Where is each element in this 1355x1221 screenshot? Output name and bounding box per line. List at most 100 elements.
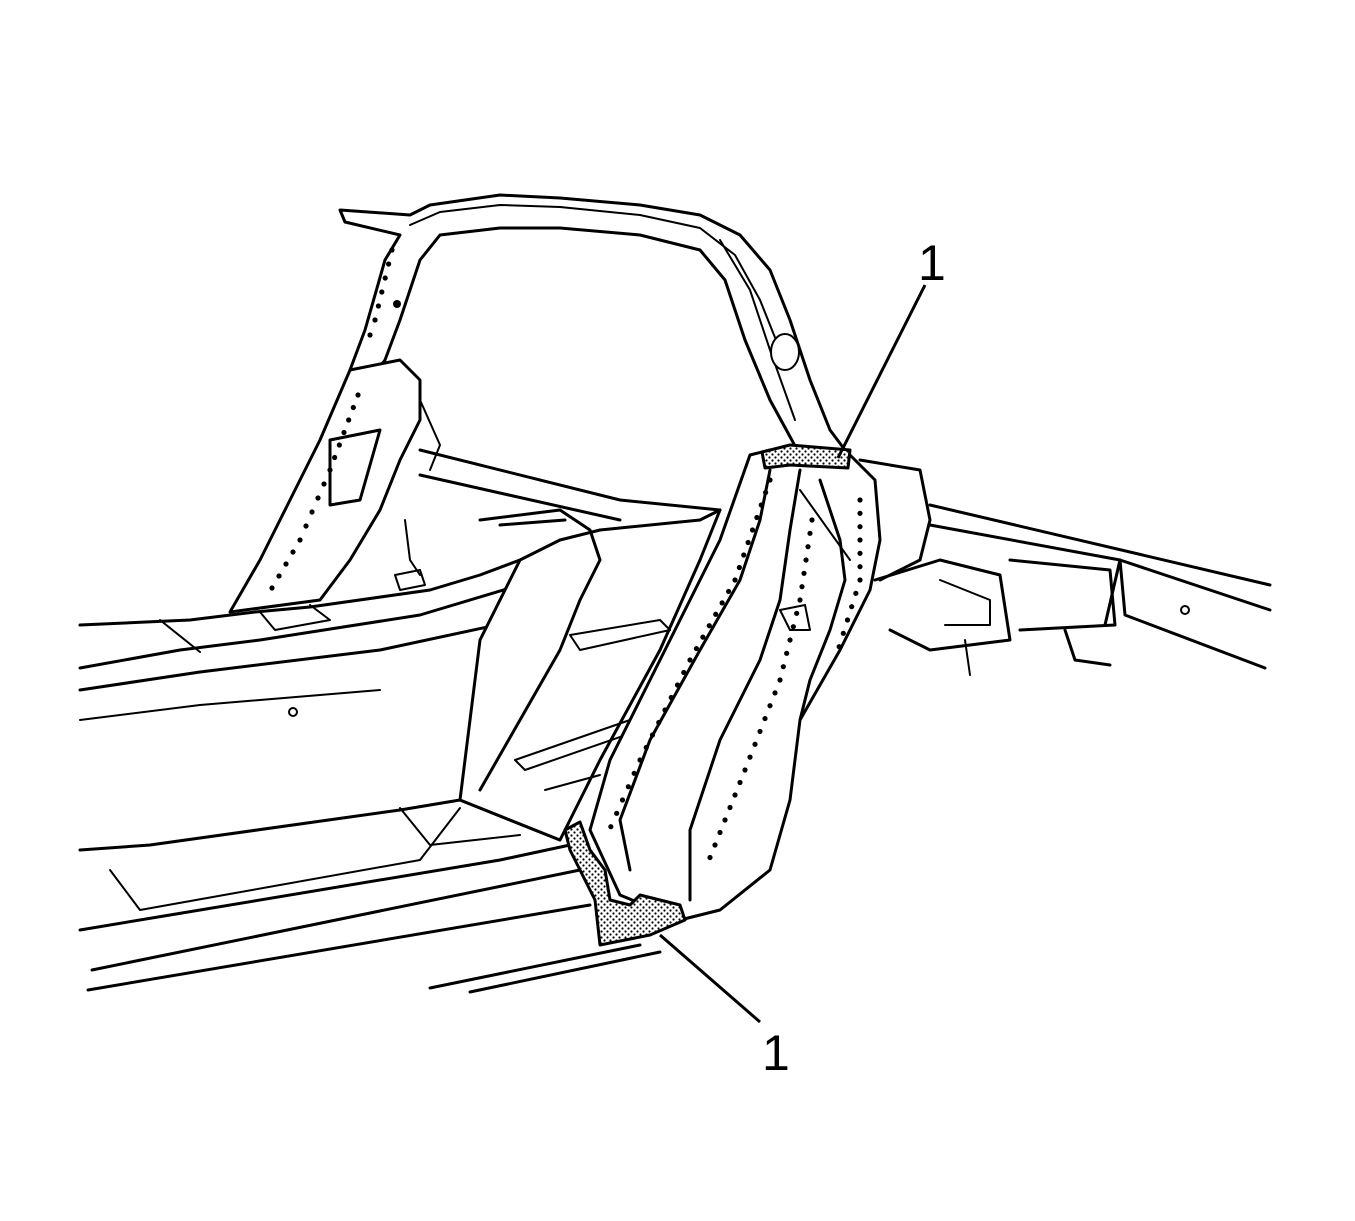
spot-weld	[662, 707, 668, 713]
spot-weld	[853, 590, 859, 596]
spot-weld	[857, 537, 863, 543]
spot-weld	[836, 644, 842, 650]
spot-weld	[752, 741, 758, 747]
callout-label-upper: 1	[918, 235, 946, 291]
spot-weld	[372, 317, 378, 323]
spot-weld	[732, 577, 738, 583]
spot-weld	[269, 585, 275, 591]
spot-weld	[303, 523, 309, 529]
spot-weld	[631, 770, 637, 776]
spot-weld	[290, 549, 296, 555]
spot-weld	[801, 570, 807, 576]
spot-weld	[707, 854, 713, 861]
spot-weld	[309, 509, 315, 515]
spot-weld	[747, 754, 753, 760]
spot-weld	[283, 561, 289, 567]
spot-weld	[737, 779, 743, 786]
spot-weld	[799, 584, 805, 590]
spot-weld	[757, 728, 763, 735]
spot-weld	[754, 514, 760, 521]
spot-weld	[332, 454, 338, 461]
spot-weld	[717, 829, 723, 836]
spot-weld	[379, 289, 385, 295]
spot-weld	[807, 530, 813, 536]
spot-weld	[382, 275, 388, 281]
spot-weld	[732, 792, 738, 798]
spot-weld	[346, 417, 352, 423]
spot-weld	[805, 544, 811, 550]
spot-weld	[649, 732, 656, 738]
spot-weld	[727, 804, 733, 811]
spot-weld	[722, 817, 728, 823]
spot-weld	[637, 757, 643, 763]
spot-weld	[355, 392, 361, 398]
spot-weld	[857, 577, 863, 583]
spot-weld	[619, 797, 626, 803]
spot-weld	[809, 517, 815, 523]
spot-weld	[321, 481, 327, 487]
spot-weld	[315, 495, 321, 501]
spot-weld	[336, 442, 342, 448]
spot-weld	[389, 247, 395, 253]
spot-weld	[625, 784, 631, 790]
spot-weld	[857, 524, 863, 530]
sealer-lower	[563, 820, 687, 947]
spot-weld	[794, 610, 800, 616]
spot-weld	[350, 404, 356, 411]
spot-weld	[643, 744, 649, 751]
spot-weld	[687, 657, 693, 663]
spot-weld	[784, 650, 790, 656]
spot-weld	[297, 537, 303, 543]
spot-weld	[327, 467, 333, 473]
spot-weld	[762, 715, 768, 722]
spot-weld	[608, 824, 614, 830]
spot-weld	[797, 597, 803, 603]
spot-weld	[742, 767, 748, 773]
spot-weld	[276, 573, 282, 579]
spot-weld	[341, 429, 347, 436]
spot-weld	[725, 588, 732, 595]
spot-weld	[375, 303, 381, 309]
spot-weld	[857, 564, 863, 570]
spot-weld	[719, 600, 725, 606]
spot-weld	[790, 624, 796, 630]
spot-welds	[269, 247, 863, 861]
seat-panel	[288, 508, 722, 842]
spot-weld	[767, 477, 773, 483]
spot-weld	[386, 261, 392, 267]
right-pillar	[588, 448, 1012, 922]
spot-weld	[713, 611, 719, 617]
spot-weld	[787, 637, 793, 643]
spot-weld	[668, 694, 674, 701]
spot-weld	[741, 552, 747, 558]
spot-weld	[700, 634, 706, 640]
spot-weld	[614, 810, 620, 816]
spot-weld	[674, 682, 681, 688]
spot-weld	[840, 630, 846, 636]
spot-weld	[777, 677, 783, 683]
callout-label-lower: 1	[762, 1025, 790, 1081]
spot-weld	[857, 550, 863, 556]
spot-weld	[758, 502, 764, 508]
spot-weld	[367, 332, 373, 338]
spot-weld	[780, 664, 786, 670]
spot-weld	[803, 557, 809, 563]
floor-rails	[78, 528, 662, 994]
spot-weld	[749, 527, 756, 533]
spot-weld	[681, 669, 687, 676]
spot-weld	[857, 510, 863, 516]
spot-weld	[693, 645, 700, 652]
spot-weld	[745, 539, 751, 546]
sealer-upper	[760, 443, 852, 470]
spot-weld	[857, 497, 863, 503]
spot-weld	[767, 703, 773, 709]
rear-rail	[418, 448, 1272, 670]
left-pillar-panel	[228, 358, 441, 614]
spot-weld	[736, 564, 742, 571]
spot-weld	[772, 690, 778, 696]
callout-leader-upper	[836, 284, 927, 459]
spot-weld	[656, 719, 662, 726]
spot-weld	[844, 617, 851, 623]
callout-leader-lower	[659, 933, 761, 1024]
